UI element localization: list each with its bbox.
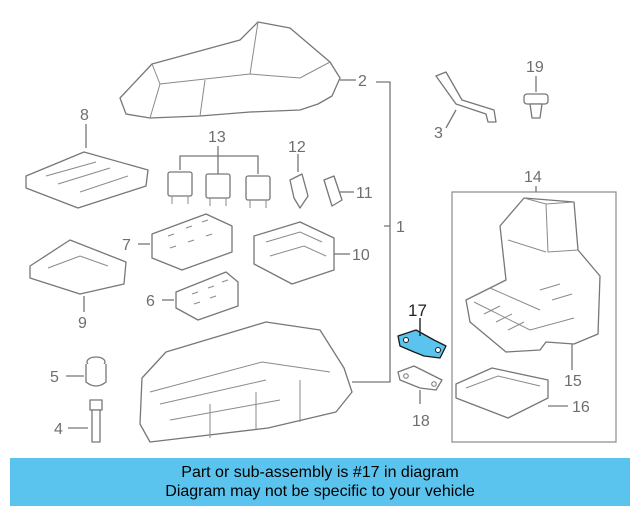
part-7-relay-block — [151, 213, 233, 271]
leader-3 — [445, 109, 457, 129]
part-6-relay-block — [175, 271, 239, 321]
label-14: 14 — [524, 169, 542, 186]
label-18: 18 — [412, 413, 430, 430]
part-17-bracket-highlighted — [397, 329, 447, 359]
label-16: 16 — [572, 399, 590, 416]
caption-banner: Part or sub-assembly is #17 in diagram D… — [10, 458, 630, 506]
label-10: 10 — [352, 247, 370, 264]
part-18-bracket — [397, 365, 443, 391]
label-17: 17 — [408, 301, 427, 320]
label-19: 19 — [526, 59, 544, 76]
caption-line-2: Diagram may not be specific to your vehi… — [165, 483, 475, 500]
part-11-fuse — [323, 175, 343, 207]
leader-1 — [352, 81, 391, 383]
label-9: 9 — [78, 315, 87, 332]
part-14-junction-block — [465, 197, 601, 353]
part-2-cover — [119, 21, 341, 119]
part-8-plate — [25, 151, 149, 209]
part-14-frame — [451, 191, 617, 443]
label-15: 15 — [564, 373, 582, 390]
part-10-fuse-block — [253, 221, 335, 285]
part-19-clip — [523, 93, 549, 119]
label-3: 3 — [434, 125, 443, 142]
label-1: 1 — [396, 219, 405, 236]
part-4-bolt — [89, 399, 103, 443]
label-8: 8 — [80, 107, 89, 124]
label-12: 12 — [288, 139, 306, 156]
part-12-fuse — [289, 173, 309, 209]
label-4: 4 — [54, 421, 63, 438]
part-9-cover — [29, 239, 127, 295]
label-11: 11 — [356, 185, 373, 202]
label-2: 2 — [358, 73, 367, 90]
label-7: 7 — [122, 237, 131, 254]
part-1-main-box — [139, 321, 353, 443]
caption-line-1: Part or sub-assembly is #17 in diagram — [181, 464, 459, 481]
label-5: 5 — [50, 369, 59, 386]
label-6: 6 — [146, 293, 155, 310]
part-3-bracket — [435, 71, 497, 123]
part-16-tray — [455, 367, 549, 419]
part-13-relays — [167, 146, 271, 208]
label-13: 13 — [208, 129, 226, 146]
part-5-grommet — [85, 356, 107, 387]
